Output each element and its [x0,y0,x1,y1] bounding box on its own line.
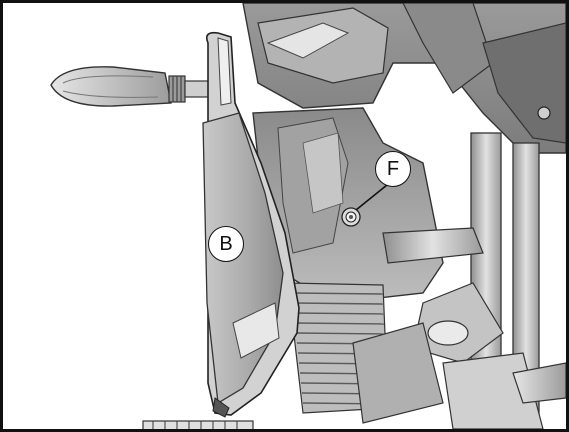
upper-fairing [242,3,566,154]
turn-signal [50,66,210,107]
footpeg [142,420,254,429]
motorcycle-front-line-drawing [50,3,566,429]
callout-label-b: B [208,226,244,262]
callout-leader-f [355,184,388,211]
mounting-bolt [341,207,361,227]
front-side-panel [202,31,300,418]
callout-label-f: F [375,151,411,187]
frame-tubes [352,132,566,429]
